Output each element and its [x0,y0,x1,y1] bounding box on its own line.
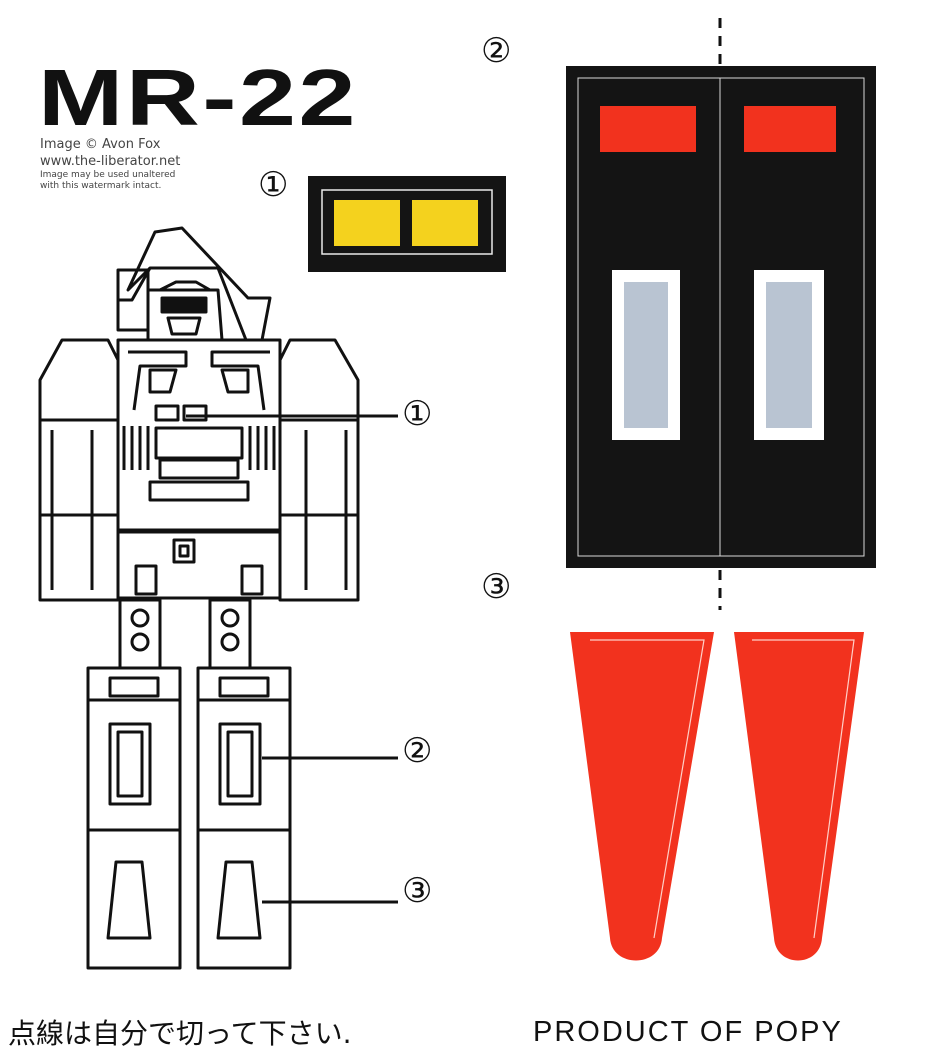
sticker-3 [570,632,864,961]
marker-3-diagram: ③ [402,871,433,911]
watermark-line-2: www.the-liberator.net [40,154,181,169]
sticker-2 [566,18,876,610]
marker-2-sticker: ② [481,31,512,71]
marker-1-sticker: ① [258,165,289,205]
sticker-1 [308,176,506,272]
robot-diagram [38,226,360,970]
sheet-title: MR-22 [38,53,359,142]
watermark-line-3: Image may be used unaltered [40,170,176,180]
marker-1-diagram: ① [402,394,433,434]
watermark-line-1: Image © Avon Fox [40,137,161,152]
leader-lines [186,414,398,904]
japanese-instruction: 点線は自分で切って下さい. [8,1017,352,1050]
watermark-line-4: with this watermark intact. [40,181,162,191]
marker-2-diagram: ② [402,731,433,771]
product-of-popy: PRODUCT OF POPY [533,1016,843,1048]
marker-3-sticker: ③ [481,567,512,607]
